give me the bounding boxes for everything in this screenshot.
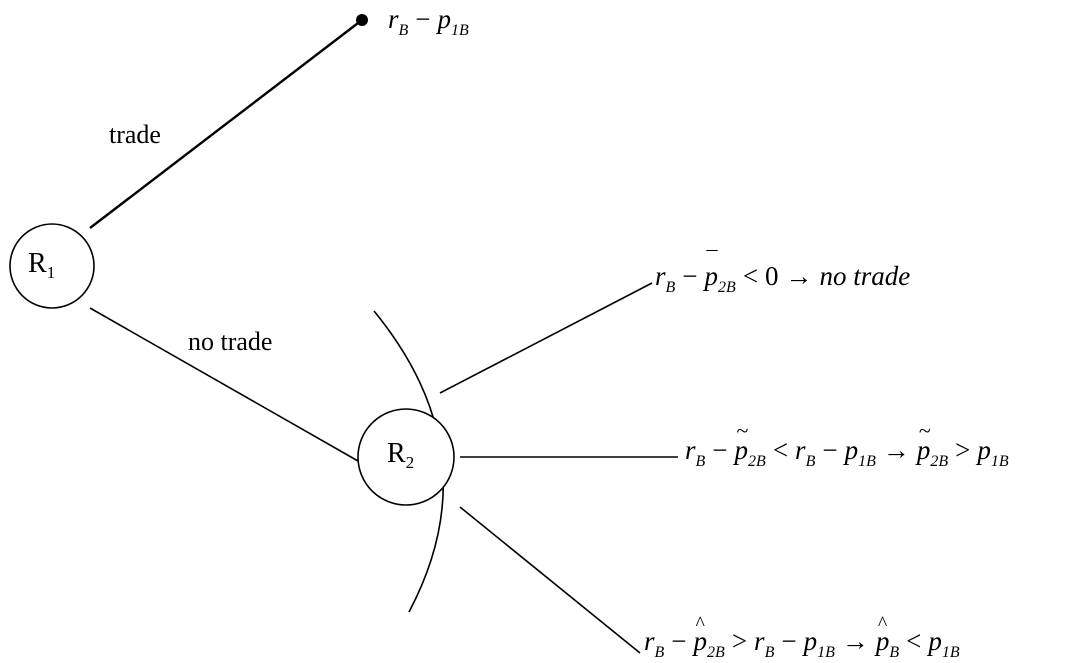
middle-p-tilde2: p [917,420,931,464]
middle-arrow: → [882,435,910,465]
upper-result: no trade [819,261,911,291]
lower-p2: p [928,626,942,656]
lower-r2: r [754,626,765,656]
middle-p-tilde1: p [735,420,749,464]
upper-arrow: → [785,261,813,291]
terminal-node-dot [356,14,368,26]
terminal-sub-b: B [398,22,409,39]
node-r1-index: 1 [46,263,56,282]
edge-lower-outcome [459,506,641,654]
lower-gt: > [731,626,748,656]
upper-outcome-expression: rB−p2B <0→no trade [655,249,911,296]
lower-sub-1b2: 1B [941,644,960,661]
upper-sub-b: B [665,279,676,296]
lower-sub-b1: B [654,644,665,661]
node-r2-index: 2 [405,453,415,472]
edge-trade [89,19,363,229]
middle-lt: < [772,435,789,465]
upper-p-bar: p [705,249,719,290]
middle-sub-1b2: 1B [990,453,1009,470]
lower-p1: p [803,626,818,656]
lower-sub-b2: B [764,644,775,661]
node-r1-letter: R [28,248,47,279]
middle-sub-b1: B [695,453,706,470]
terminal-payoff: rB−p1B [388,6,469,39]
middle-p2: p [977,435,991,465]
lower-minus1: − [671,626,687,656]
node-r2-circle [357,408,455,506]
lower-p-hat1: p [694,614,708,655]
lower-outcome-expression: rB−p2B>rB−p1B→pB<p1B [644,614,960,661]
middle-sub-b2: B [805,453,816,470]
terminal-p: p [437,4,452,34]
terminal-r: r [388,4,399,34]
middle-sub-2b1: 2B [748,453,766,470]
edge-trade-label: trade [109,120,161,149]
lower-lt: < [906,626,922,656]
node-r2-letter: R [387,438,406,469]
lower-p-hat2: p [876,614,890,655]
middle-p1: p [844,435,859,465]
upper-lt: < [742,261,759,291]
upper-r: r [655,261,666,291]
edge-no-trade-label: no trade [188,327,273,356]
middle-r2: r [795,435,806,465]
middle-r1: r [685,435,696,465]
middle-minus2: − [822,435,838,465]
middle-minus1: − [712,435,728,465]
middle-outcome-expression: rB−p2B<rB−p1B→p2B>p1B [685,420,1009,470]
lower-sub-b3: B [889,644,900,661]
lower-sub-1b1: 1B [817,644,835,661]
terminal-minus: − [415,4,431,34]
terminal-sub-1b: 1B [451,22,469,39]
node-r1-label: R1 [28,248,56,282]
middle-sub-2b2: 2B [930,453,949,470]
upper-minus: − [682,261,698,291]
lower-arrow: → [841,626,869,656]
lower-sub-2b: 2B [707,644,725,661]
node-r1-circle [9,223,95,309]
node-r2-label: R2 [387,438,415,472]
edge-upper-outcome [439,282,653,394]
middle-gt: > [955,435,971,465]
edge-no-trade [89,307,359,462]
lower-r1: r [644,626,655,656]
middle-sub-1b1: 1B [858,453,876,470]
upper-zero: 0 [765,261,779,291]
lower-minus2: − [781,626,797,656]
upper-sub-2b: 2B [718,279,736,296]
